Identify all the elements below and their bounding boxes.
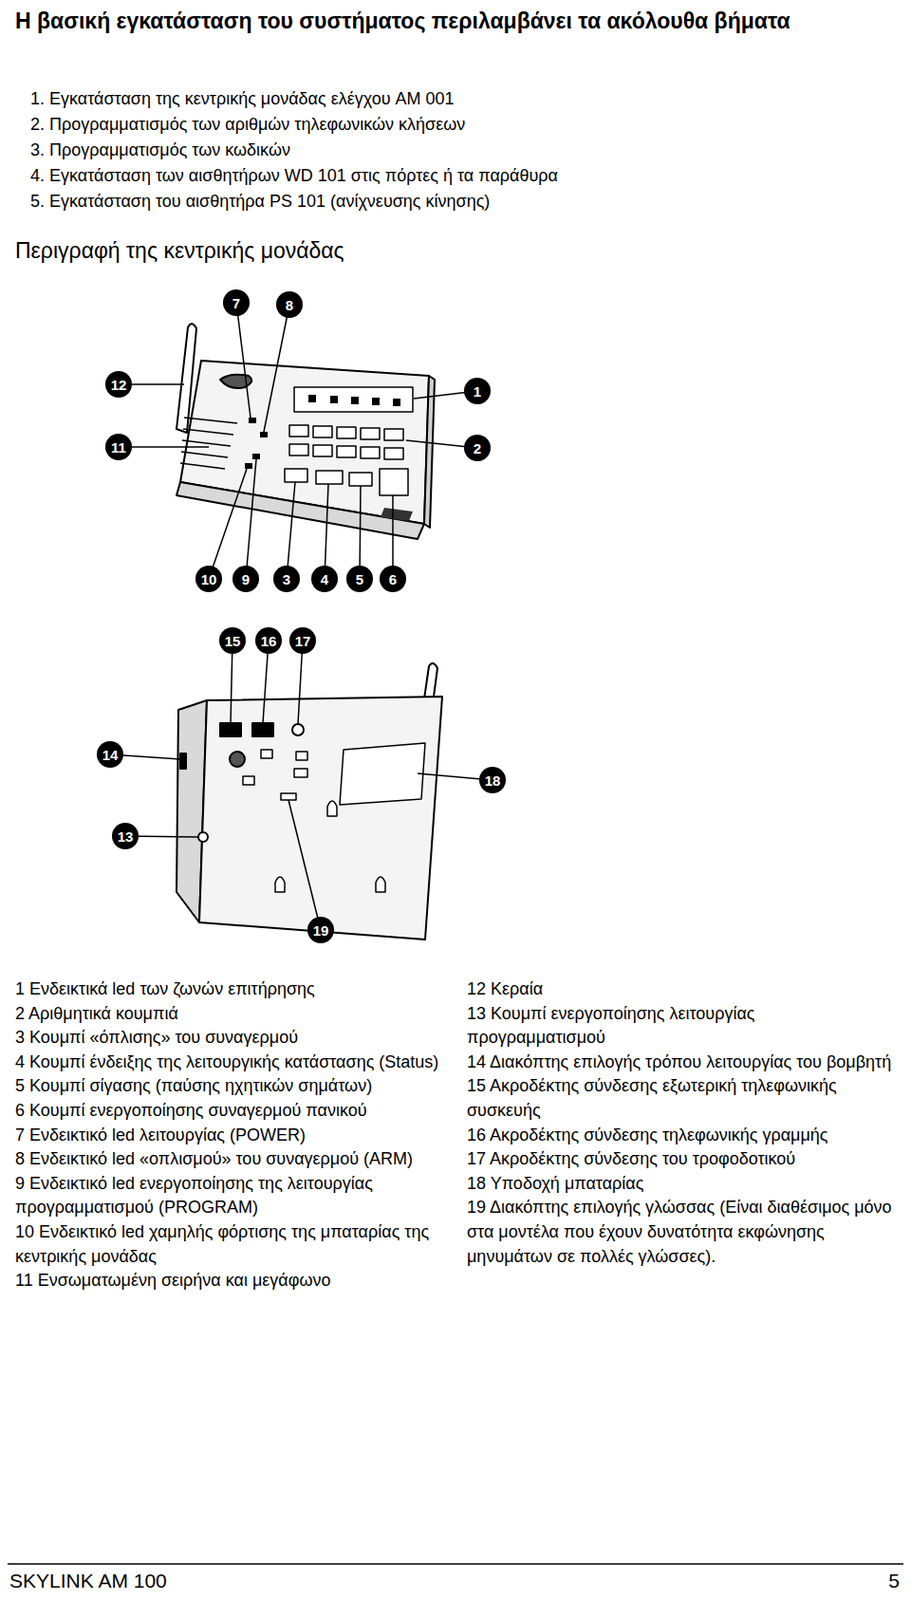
callout-number: 7 [223,289,250,317]
key-item: 9 Ενδεικτικό led ενεργοποίησης της λειτο… [15,1171,471,1221]
key-item: 8 Ενδεικτικό led «οπλισμού» του συναγερμ… [15,1147,471,1172]
callout-number: 14 [96,741,124,768]
callout-number: 12 [105,371,132,398]
callout-number: 11 [105,433,132,461]
callout-number: 19 [307,916,335,944]
callout-number: 10 [195,565,223,593]
callout-number: 3 [273,565,300,593]
callout-number: 4 [311,565,338,593]
page-heading: Η βασική εγκατάσταση του συστήματος περι… [15,7,870,35]
key-item: 1 Ενδεικτικά led των ζωνών επιτήρησης [15,977,471,1003]
callout-number: 9 [232,565,260,593]
key-item: 5 Κουμπί σίγασης (παύσης ηχητικών σημάτω… [15,1074,471,1099]
page-number: 5 [888,1568,900,1594]
key-item: 3 Κουμπί «όπλισης» του συναγερμού [15,1025,471,1051]
step-item: 1. Εγκατάσταση της κεντρικής μονάδας ελέ… [30,87,455,111]
key-item: 4 Κουμπί ένδειξης της λειτουργικής κατάσ… [15,1050,471,1076]
callout-number: 17 [289,627,317,654]
callout-number: 13 [111,822,139,850]
section-heading: Περιγραφή της κεντρικής μονάδας [15,237,345,264]
callout-number: 15 [219,627,246,654]
key-item: 17 Ακροδέκτης σύνδεσης του τροφοδοτικού [466,1147,896,1172]
key-item: 19 Διακόπτης επιλογής γλώσσας (Είναι δια… [466,1195,896,1269]
footer-text: SKYLINK AM 100 [9,1568,168,1594]
key-item: 10 Ενδεικτικό led χαμηλής φόρτισης της μ… [15,1220,471,1269]
key-column: 1 Ενδεικτικά led των ζωνών επιτήρησης2 Α… [15,977,471,1294]
key-item: 2 Αριθμητικά κουμπιά [15,1002,471,1027]
callout-number: 16 [255,627,282,654]
step-item: 2. Προγραμματισμός των αριθμών τηλεφωνικ… [30,112,465,136]
key-item: 12 Κεραία [466,977,896,1003]
key-item: 15 Ακροδέκτης σύνδεσης εξωτερική τηλεφων… [466,1074,896,1123]
callout-number: 6 [379,565,407,593]
callout-number: 5 [346,565,373,593]
key-item: 14 Διακόπτης επιλογής τρόπου λειτουργίας… [466,1050,896,1076]
step-item: 5. Εγκατάσταση του αισθητήρα PS 101 (ανί… [30,189,490,213]
key-item: 11 Ενσωματωμένη σειρήνα και μεγάφωνο [15,1268,471,1294]
step-item: 3. Προγραμματισμός των κωδικών [30,138,291,162]
callout-number: 18 [479,766,506,794]
step-item: 4. Εγκατάσταση των αισθητήρων WD 101 στι… [30,164,558,187]
key-item: 16 Ακροδέκτης σύνδεσης τηλεφωνικής γραμμ… [466,1123,896,1149]
key-item: 18 Υποδοχή μπαταρίας [466,1171,896,1197]
callout-number: 1 [464,377,491,405]
key-column: 12 Κεραία13 Κουμπί ενεργοποίησης λειτουρ… [466,977,896,1269]
key-item: 6 Κουμπί ενεργοποίησης συναγερμού πανικο… [15,1098,471,1124]
key-item: 7 Ενδεικτικό led λειτουργίας (POWER) [15,1123,471,1149]
key-item: 13 Κουμπί ενεργοποίησης λειτουργίας προγ… [466,1002,896,1051]
callout-number: 2 [464,434,491,462]
callout-number: 8 [276,291,303,318]
